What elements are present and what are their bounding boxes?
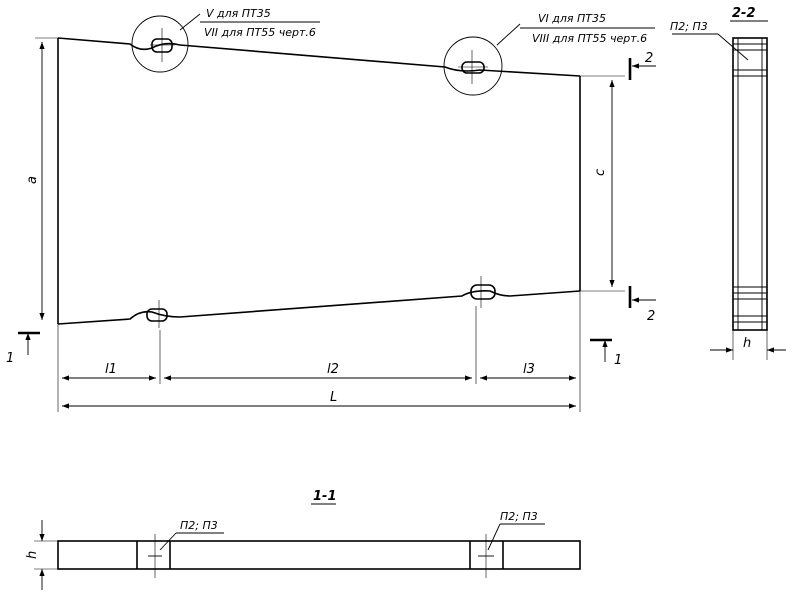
section-1-1-title: 1-1 [313, 489, 337, 504]
cut-mark-1-left [18, 331, 40, 355]
dimension-chain-lower [57, 291, 581, 412]
callout-right-line2: VIII для ПТ55 черт.6 [532, 32, 647, 45]
dimension-h-side-label: h [743, 336, 751, 351]
section-2-2-title: 2-2 [732, 6, 756, 21]
section-2-2-leader [672, 33, 749, 61]
dimension-L-label: L [330, 390, 337, 405]
section-1-1-p-label-right: П2; П3 [500, 510, 538, 523]
dimension-l3-label: l3 [523, 362, 535, 377]
cut-2-top-label: 2 [645, 51, 653, 66]
cut-mark-2-top [628, 58, 656, 80]
dimension-h-section-label: h [25, 551, 40, 559]
dimension-l2-label: l2 [327, 362, 339, 377]
cut-1-right-label: 1 [614, 353, 622, 368]
dimension-c [580, 75, 625, 292]
cut-2-bottom-label: 2 [647, 309, 655, 324]
callout-left-leader [179, 13, 320, 31]
dimension-c-label: c [593, 169, 608, 176]
section-1-1-outline [57, 534, 581, 578]
top-left-loop [150, 28, 175, 62]
cut-1-left-label: 1 [6, 351, 14, 366]
callout-right-line1: VI для ПТ35 [538, 12, 606, 25]
dimension-a-label: a [25, 176, 40, 184]
callout-left-line1: V для ПТ35 [206, 7, 271, 20]
cut-mark-2-bottom [628, 286, 656, 308]
section-1-1-leaders [159, 523, 545, 551]
section-2-2-p-label: П2; П3 [670, 20, 708, 33]
section-1-1-p-label-left: П2; П3 [180, 519, 218, 532]
cut-mark-1-right [590, 338, 612, 362]
section-2-2-outline [732, 37, 768, 331]
detail-circle-right [443, 36, 503, 96]
detail-circle-left [131, 15, 189, 73]
panel-outline [57, 37, 581, 325]
callout-right-leader [496, 23, 655, 46]
dimension-l1-label: l1 [105, 362, 117, 377]
dimension-h-side [710, 330, 786, 360]
callout-left-line2: VII для ПТ55 черт.6 [204, 26, 316, 39]
top-right-loop [458, 50, 488, 84]
dimension-h-section [34, 520, 58, 590]
dimension-a [35, 37, 58, 320]
bottom-right-loop [470, 276, 496, 308]
bottom-left-loop [146, 300, 168, 328]
